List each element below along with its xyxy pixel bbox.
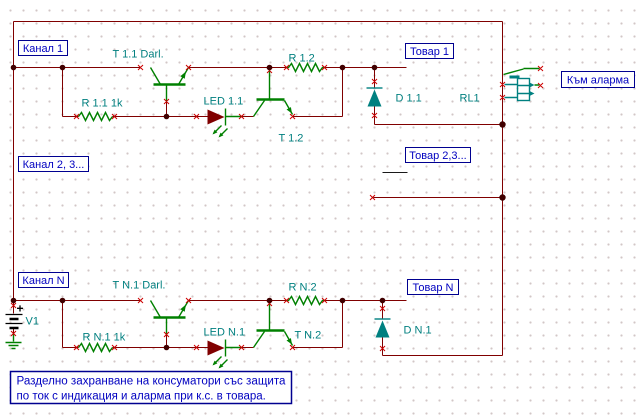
label-v1: V1 [26, 316, 39, 328]
transistor-tn1-symbol[interactable] [149, 300, 190, 335]
ground-symbol[interactable] [5, 334, 22, 350]
resistor-r11-symbol[interactable] [77, 110, 114, 123]
description-line-2: по ток с индикация и аларма при к.с. в т… [17, 391, 266, 403]
battery-v1[interactable]: + [5, 302, 24, 330]
transistor-t12-symbol[interactable] [252, 68, 294, 117]
label-box-load-2-3[interactable]: Товар 2,3... [405, 147, 471, 163]
label-r11: R 1.1 1k [82, 98, 123, 110]
label-rn2: R N.2 [289, 282, 317, 294]
label-dn1: D N.1 [404, 325, 432, 337]
pin-connection-marks [10, 64, 544, 352]
label-tn2: T N.2 [295, 330, 322, 342]
battery-plus-sign: + [17, 302, 24, 316]
label-t11: T 1.1 Darl. [113, 49, 164, 61]
label-box-channel-2-3[interactable]: Канал 2, 3... [18, 156, 89, 172]
description-box[interactable]: Разделно захранване на консуматори със з… [9, 370, 293, 405]
transistor-tn2-symbol[interactable] [252, 301, 294, 348]
load-n-label: Товар N [413, 282, 454, 294]
label-r12: R 1.2 [289, 53, 315, 65]
label-d11: D 1.1 [396, 93, 422, 105]
junction-dots [10, 64, 506, 351]
to-alarm-label: Към аларма [567, 75, 630, 87]
label-led11: LED 1.1 [204, 96, 244, 108]
label-box-channel-n[interactable]: Канал N [18, 272, 69, 288]
label-rn1: R N.1 1k [83, 332, 126, 344]
load-1-label: Товар 1 [410, 46, 449, 58]
resistor-rn2-symbol[interactable] [286, 294, 325, 307]
diode-d11-symbol[interactable] [366, 87, 383, 107]
transistor-t11-symbol[interactable] [149, 67, 190, 102]
led-11-symbol[interactable] [207, 108, 241, 138]
description-line-1: Разделно захранване на консуматори със з… [17, 376, 287, 388]
label-box-to-alarm[interactable]: Към аларма [561, 71, 635, 88]
relay-rl1-symbol[interactable] [503, 67, 540, 102]
channel-n-label: Канал N [22, 275, 64, 287]
channel-1-label: Канал 1 [23, 43, 63, 55]
resistor-rn1-symbol[interactable] [77, 341, 114, 354]
label-rl1: RL1 [460, 93, 480, 105]
component-labels: T 1.1 Darl. R 1.1 1k LED 1.1 T 1.2 R 1.2… [26, 49, 480, 344]
label-t12: T 1.2 [279, 133, 304, 145]
label-box-load-1[interactable]: Товар 1 [405, 43, 454, 59]
label-tn1: T N.1 Darl. [113, 280, 166, 292]
label-box-channel-1[interactable]: Канал 1 [18, 40, 68, 56]
resistor-r12-symbol[interactable] [286, 61, 325, 74]
wire-network [13, 21, 503, 356]
load-2-3-label: Товар 2,3... [409, 150, 466, 162]
label-ledn1: LED N.1 [204, 327, 246, 339]
diode-dn1-symbol[interactable] [374, 318, 391, 338]
label-box-load-n[interactable]: Товар N [407, 279, 459, 295]
channel-2-3-label: Канал 2, 3... [23, 159, 85, 171]
led-n1-symbol[interactable] [207, 339, 241, 369]
